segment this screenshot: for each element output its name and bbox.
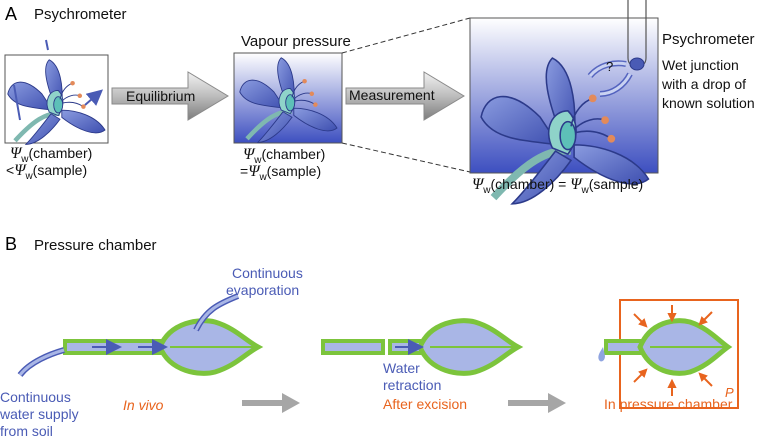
water-supply-line-3: from soil bbox=[0, 423, 53, 439]
wet-junction-line-2: with a drop of bbox=[662, 76, 747, 92]
continuous-evaporation-line-1: Continuous bbox=[232, 265, 303, 281]
psi-symbol: Ψ bbox=[10, 145, 22, 162]
psi-equality-right: Ψw(chamber) = Ψw(sample) bbox=[472, 176, 643, 199]
chamber-text: (chamber) bbox=[261, 146, 326, 162]
psi-subscript: w bbox=[259, 171, 267, 183]
water-supply-line-2: water supply bbox=[0, 406, 79, 422]
equilibrium-arrow-shape bbox=[111, 71, 229, 121]
chamber-text: (chamber) bbox=[28, 145, 93, 161]
less-than: < bbox=[6, 162, 15, 178]
psi-chamber-left: Ψw(chamber) bbox=[10, 145, 92, 168]
zoom-line-top bbox=[341, 17, 471, 54]
water-retraction-line-1: Water bbox=[383, 360, 420, 376]
question-mark: ? bbox=[606, 59, 614, 74]
psi-sample-left: <Ψw(sample) bbox=[6, 162, 87, 185]
psi-subscript: w bbox=[21, 153, 29, 165]
sample-text: (sample) bbox=[32, 162, 88, 178]
evaporation-arrows bbox=[13, 39, 100, 121]
panel-a-letter: A bbox=[5, 4, 18, 24]
solution-drop bbox=[629, 57, 645, 71]
in-pressure-chamber-label: In pressure chamber bbox=[604, 396, 733, 412]
wet-junction-line-3: known solution bbox=[662, 95, 755, 111]
equals: = bbox=[554, 176, 571, 192]
sample-text: (sample) bbox=[266, 163, 322, 179]
stem-cut-piece bbox=[321, 339, 385, 355]
vapour-pressure-label: Vapour pressure bbox=[241, 33, 351, 50]
psychrometer-label: Psychrometer bbox=[662, 31, 755, 48]
equals: = bbox=[240, 163, 249, 179]
process-arrow-1 bbox=[242, 393, 300, 413]
measurement-arrow-shape bbox=[345, 71, 465, 121]
wet-junction-line-1: Wet junction bbox=[662, 57, 739, 73]
zoom-line-bottom bbox=[341, 142, 471, 173]
psi-subscript: w bbox=[254, 154, 262, 166]
equilibrium-label: Equilibrium bbox=[126, 88, 196, 104]
chamber-text: (chamber) bbox=[490, 176, 555, 192]
continuous-evaporation-line-2: evaporation bbox=[226, 282, 300, 298]
psi-sample-middle: =Ψw(sample) bbox=[240, 163, 321, 186]
pressure-symbol: P bbox=[725, 385, 734, 400]
in-vivo-label: In vivo bbox=[123, 397, 164, 413]
panel-b-title: Pressure chamber bbox=[34, 237, 157, 254]
panel-a-title: Psychrometer bbox=[34, 6, 127, 23]
psi-subscript: w bbox=[483, 184, 491, 196]
psi-symbol: Ψ bbox=[472, 176, 484, 193]
supply-arrow bbox=[17, 347, 65, 377]
exuded-drop bbox=[598, 347, 605, 362]
after-excision-label: After excision bbox=[383, 396, 468, 412]
psi-chamber-middle: Ψw(chamber) bbox=[243, 146, 325, 169]
psi-symbol: Ψ bbox=[243, 146, 255, 163]
psi-symbol: Ψ bbox=[14, 162, 26, 179]
vapour-exchange-arrows-inner bbox=[588, 61, 632, 96]
water-supply-line-1: Continuous bbox=[0, 389, 71, 405]
evaporation-arrow-b-inner bbox=[194, 294, 239, 331]
water-retraction-line-2: retraction bbox=[383, 377, 442, 393]
psi-symbol: Ψ bbox=[570, 176, 582, 193]
pressure-arrows bbox=[633, 305, 713, 396]
measurement-label: Measurement bbox=[349, 87, 435, 103]
psi-symbol: Ψ bbox=[248, 163, 260, 180]
panel-b-letter: B bbox=[5, 234, 18, 254]
supply-arrow-inner bbox=[18, 348, 65, 376]
process-arrow-2 bbox=[508, 393, 566, 413]
sample-text: (sample) bbox=[588, 176, 644, 192]
psi-subscript: w bbox=[581, 184, 589, 196]
psi-subscript: w bbox=[25, 170, 33, 182]
